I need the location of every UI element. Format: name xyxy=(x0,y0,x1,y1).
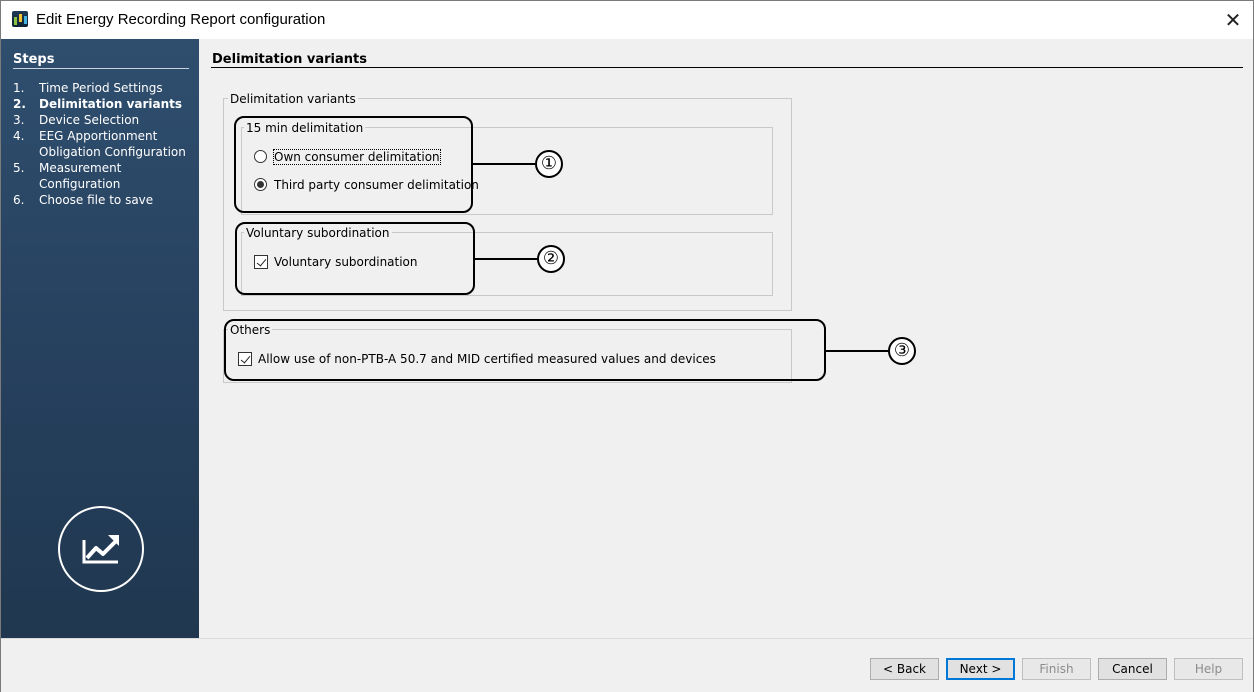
fifteen-min-legend: 15 min delimitation xyxy=(244,121,366,135)
third-party-consumer-radio[interactable] xyxy=(254,178,267,191)
voluntary-subordination-group xyxy=(241,232,773,296)
callout-box-2 xyxy=(235,222,475,295)
others-legend: Others xyxy=(228,323,273,337)
callout-line-3 xyxy=(826,350,888,352)
own-consumer-label[interactable]: Own consumer delimitation xyxy=(273,149,441,165)
steps-heading: Steps xyxy=(13,52,55,67)
window-title: Edit Energy Recording Report configurati… xyxy=(36,11,326,28)
voluntary-subordination-checkbox[interactable] xyxy=(254,255,268,269)
steps-sidebar: Steps 1. Time Period Settings 2. Delimit… xyxy=(1,39,199,638)
trend-chart-icon xyxy=(58,506,144,592)
help-button[interactable]: Help xyxy=(1174,658,1243,680)
others-group xyxy=(223,329,792,383)
third-party-consumer-label[interactable]: Third party consumer delimitation xyxy=(274,178,479,192)
app-logo-icon xyxy=(12,11,28,27)
steps-divider xyxy=(13,68,189,69)
page-title: Delimitation variants xyxy=(212,52,367,67)
callout-line-2 xyxy=(475,258,537,260)
step-number: 2. xyxy=(13,97,26,111)
step-label: EEG Apportionment xyxy=(39,129,158,143)
finish-button[interactable]: Finish xyxy=(1022,658,1091,680)
allow-non-ptb-label[interactable]: Allow use of non-PTB-A 50.7 and MID cert… xyxy=(258,352,716,366)
own-consumer-radio[interactable] xyxy=(254,150,267,163)
step-label: Choose file to save xyxy=(39,193,154,207)
callout-number-3: ③ xyxy=(888,337,916,365)
step-label: Delimitation variants xyxy=(39,97,183,111)
fifteen-min-group xyxy=(241,127,773,215)
delimitation-variants-legend: Delimitation variants xyxy=(228,92,358,106)
step-number: 1. xyxy=(13,81,25,95)
callout-box-3 xyxy=(224,319,826,381)
callout-number-1: ① xyxy=(535,150,563,178)
step-label: Configuration xyxy=(39,177,121,191)
step-number: 4. xyxy=(13,129,25,143)
allow-non-ptb-checkbox[interactable] xyxy=(238,352,252,366)
back-button[interactable]: < Back xyxy=(870,658,939,680)
step-label: Obligation Configuration xyxy=(39,145,186,159)
voluntary-subordination-legend: Voluntary subordination xyxy=(244,226,392,240)
step-number: 3. xyxy=(13,113,25,127)
next-button[interactable]: Next > xyxy=(946,658,1015,680)
step-number: 6. xyxy=(13,193,25,207)
step-number: 5. xyxy=(13,161,25,175)
delimitation-variants-group xyxy=(223,98,792,311)
step-label: Time Period Settings xyxy=(39,81,163,95)
callout-number-2: ② xyxy=(537,245,565,273)
cancel-button[interactable]: Cancel xyxy=(1098,658,1167,680)
title-divider xyxy=(211,67,1243,68)
callout-box-1 xyxy=(234,116,473,213)
close-icon[interactable]: ✕ xyxy=(1224,8,1242,32)
step-label: Device Selection xyxy=(39,113,140,127)
voluntary-subordination-label[interactable]: Voluntary subordination xyxy=(274,255,418,269)
step-label: Measurement xyxy=(39,161,122,175)
callout-line-1 xyxy=(473,163,535,165)
title-bar: Edit Energy Recording Report configurati… xyxy=(1,1,1253,39)
